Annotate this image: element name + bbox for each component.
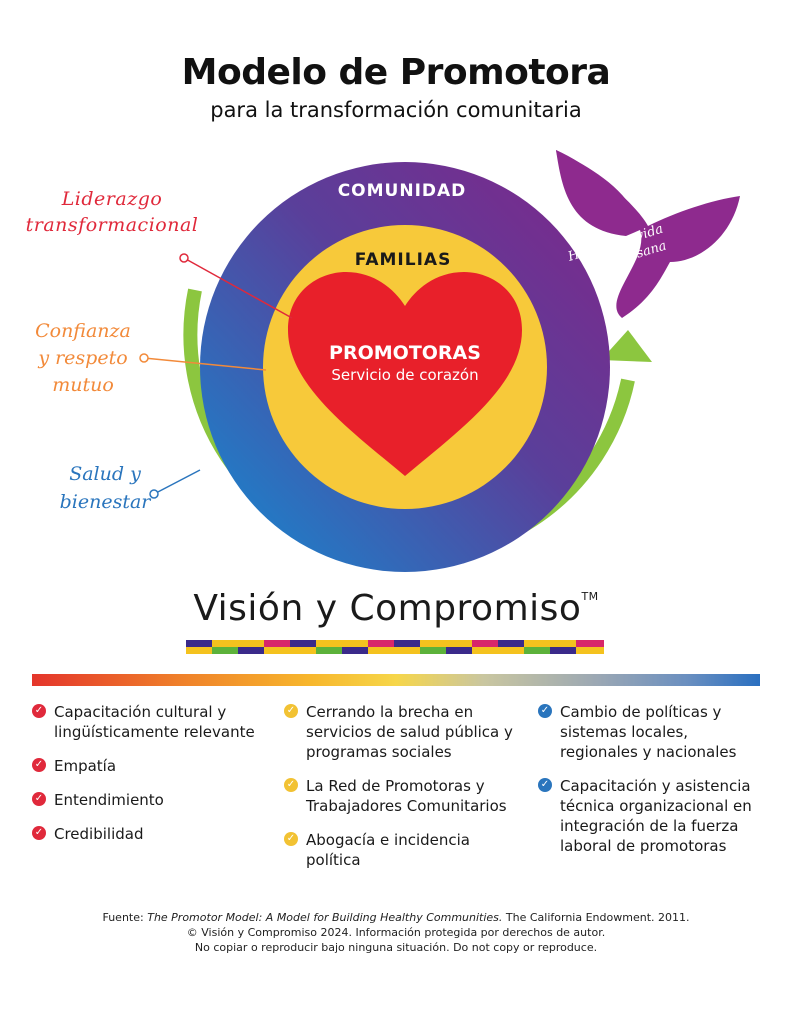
check-icon: ✓ <box>284 832 298 846</box>
butterfly-icon <box>556 150 740 318</box>
trust-connector <box>143 357 267 371</box>
footer-source: Fuente: The Promotor Model: A Model for … <box>0 910 792 925</box>
leadership-connector-dot <box>179 253 189 263</box>
list-item: ✓ Cambio de políticas y sistemas locales,… <box>538 702 768 762</box>
check-icon: ✓ <box>32 792 46 806</box>
footer-copyright: © Visión y Compromiso 2024. Información … <box>186 926 606 939</box>
brand-wordmark-text: Visión y Compromiso <box>193 588 582 629</box>
heart-subtitle: Servicio de corazón <box>331 366 478 384</box>
list-item-text: Entendimiento <box>54 791 164 809</box>
list-item-text: Empatía <box>54 757 117 775</box>
footer-notice: No copiar o reproducir bajo ninguna situ… <box>194 941 598 954</box>
list-item: ✓ Credibilidad <box>32 824 262 844</box>
trust-connector-dot <box>139 353 149 363</box>
health-label: Salud y bienestar <box>50 460 160 516</box>
list-item: ✓ Abogacía e incidencia política <box>284 830 514 870</box>
column-left: ✓ Capacitación cultural y lingüísticament… <box>32 702 262 858</box>
health-connector-dot <box>149 489 159 499</box>
check-icon: ✓ <box>284 704 298 718</box>
list-item-text: La Red de Promotoras y Trabajadores Comu… <box>306 777 507 815</box>
promotora-model-diagram: COMUNIDAD FAMILIAS PROMOTORAS Servicio d… <box>139 150 740 572</box>
check-icon: ✓ <box>538 704 552 718</box>
page-title: Modelo de Promotora <box>181 52 611 93</box>
list-item-text: Capacitación y asistencia técnica organi… <box>560 777 752 855</box>
leadership-label-line1: Liderazgo <box>61 188 163 210</box>
heart-shape <box>288 272 522 476</box>
list-item: ✓ Capacitación cultural y lingüísticament… <box>32 702 262 742</box>
list-item-text: Cerrando la brecha en servicios de salud… <box>306 703 513 761</box>
check-icon: ✓ <box>32 704 46 718</box>
check-icon: ✓ <box>32 826 46 840</box>
trademark-symbol: TM <box>581 590 599 603</box>
growth-arrow-head <box>601 330 652 362</box>
middle-ring-label: FAMILIAS <box>355 250 452 270</box>
trust-label-line3: mutuo <box>52 374 114 396</box>
check-icon: ✓ <box>284 778 298 792</box>
list-item-text: Capacitación cultural y lingüísticamente… <box>54 703 255 741</box>
health-connector <box>153 469 201 495</box>
footer: Fuente: The Promotor Model: A Model for … <box>0 910 792 955</box>
leadership-label: Liderazgo transformacional <box>22 186 202 238</box>
decorative-pattern-band <box>186 640 604 654</box>
health-label-line2: bienestar <box>59 491 151 513</box>
list-item-text: Abogacía e incidencia política <box>306 831 470 869</box>
brand-wordmark: Visión y CompromisoTM <box>0 588 792 629</box>
column-middle: ✓ Cerrando la brecha en servicios de salu… <box>284 702 514 884</box>
list-item-text: Credibilidad <box>54 825 144 843</box>
list-item: ✓ La Red de Promotoras y Trabajadores Com… <box>284 776 514 816</box>
footer-source-suffix: The California Endowment. 2011. <box>502 911 690 924</box>
list-item: ✓ Empatía <box>32 756 262 776</box>
footer-source-title: The Promotor Model: A Model for Building… <box>147 911 503 924</box>
footer-source-prefix: Fuente: <box>102 911 148 924</box>
list-item: ✓ Capacitación y asistencia técnica organ… <box>538 776 768 856</box>
list-item: ✓ Cerrando la brecha en servicios de salu… <box>284 702 514 762</box>
leadership-connector <box>183 257 293 319</box>
column-right: ✓ Cambio de políticas y sistemas locales,… <box>538 702 768 870</box>
leadership-label-line2: transformacional <box>25 214 199 236</box>
check-icon: ✓ <box>32 758 46 772</box>
health-label-line1: Salud y <box>69 463 141 485</box>
check-icon: ✓ <box>538 778 552 792</box>
rainbow-gradient-bar <box>32 674 760 686</box>
list-item-text: Cambio de políticas y sistemas locales, … <box>560 703 737 761</box>
trust-label: Confianza y respeto mutuo <box>28 318 138 399</box>
list-item: ✓ Entendimiento <box>32 790 262 810</box>
trust-label-line2: y respeto <box>38 347 128 369</box>
outer-ring-label: COMUNIDAD <box>338 181 467 201</box>
trust-label-line1: Confianza <box>35 320 131 342</box>
heart-title: PROMOTORAS <box>329 342 481 364</box>
page-subtitle: para la transformación comunitaria <box>210 98 582 122</box>
